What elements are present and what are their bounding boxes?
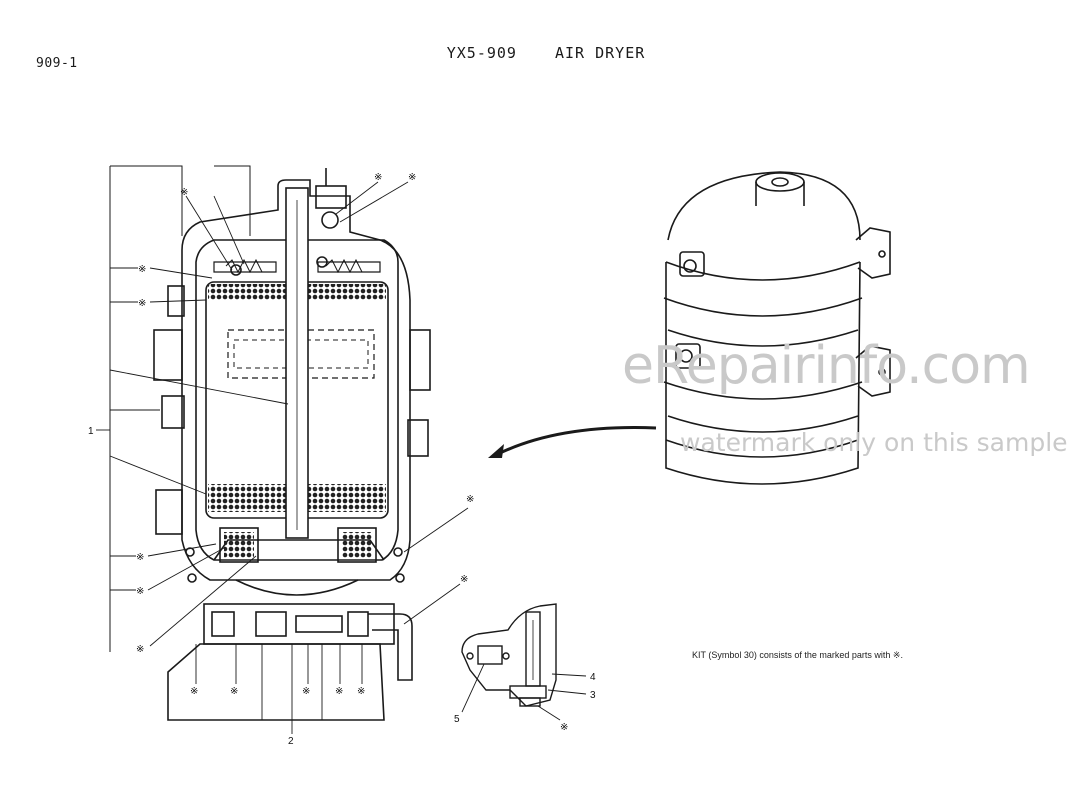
asterisk-callout: ※: [136, 586, 144, 597]
asterisk-callout: ※: [190, 686, 198, 697]
view-arrow: [497, 426, 657, 456]
mounting-base: [167, 643, 385, 721]
asterisk-callout: ※: [335, 686, 343, 697]
asterisk-callout: ※: [357, 686, 365, 697]
asterisk-callout: ※: [138, 298, 146, 309]
asterisk-callout: ※: [302, 686, 310, 697]
part-number-4: 4: [590, 672, 596, 683]
kit-note: KIT (Symbol 30) consists of the marked p…: [692, 650, 903, 660]
asterisk-callout: ※: [460, 574, 468, 585]
page-code: 909-1: [36, 56, 78, 71]
watermark-sub: watermark only on this sample: [680, 428, 1068, 457]
model-number: YX5-909: [446, 44, 517, 62]
page-title: YX5-909 AIR DRYER: [0, 44, 1092, 62]
kit-asterisk-callouts: ※ ※ ※ ※ ※ ※ ※ ※ ※ ※ ※ ※ ※ ※ ※ ※: [136, 172, 568, 733]
asterisk-callout: ※: [180, 187, 188, 198]
cross-section-view: [96, 165, 469, 734]
part-number-1: 1: [88, 426, 94, 437]
assembly-title: AIR DRYER: [554, 44, 646, 62]
part-number-2: 2: [288, 736, 294, 747]
exterior-view: [663, 171, 891, 485]
asterisk-callout: ※: [230, 686, 238, 697]
purge-valve-body: [203, 603, 395, 645]
part-number-5: 5: [454, 714, 460, 725]
asterisk-callout: ※: [138, 264, 146, 275]
asterisk-callout: ※: [466, 494, 474, 505]
asterisk-callout: ※: [136, 644, 144, 655]
drain-valve-detail: [461, 603, 587, 721]
watermark-main: eRepairinfo.com: [622, 336, 1031, 396]
asterisk-callout: ※: [374, 172, 382, 183]
asterisk-callout: ※: [136, 552, 144, 563]
asterisk-callout: ※: [560, 722, 568, 733]
part-number-3: 3: [590, 690, 596, 701]
asterisk-callout: ※: [408, 172, 416, 183]
